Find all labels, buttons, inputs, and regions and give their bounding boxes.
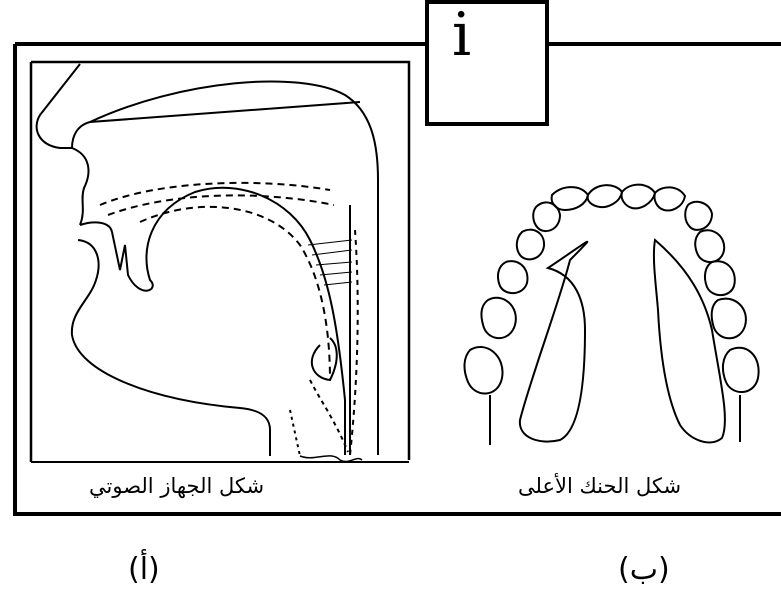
upper-palate-caption: شكل الحنك الأعلى — [514, 474, 685, 498]
panel-b-label: (ب) — [618, 552, 670, 587]
vocal-tract-caption: شكل الجهاز الصوتي — [85, 474, 268, 498]
badge-box — [427, 2, 547, 124]
upper-palate-illustration — [464, 185, 758, 445]
vocal-tract-illustration — [37, 64, 378, 461]
badge-letter: i — [452, 5, 471, 65]
panel-a-label: (أ) — [128, 552, 160, 587]
